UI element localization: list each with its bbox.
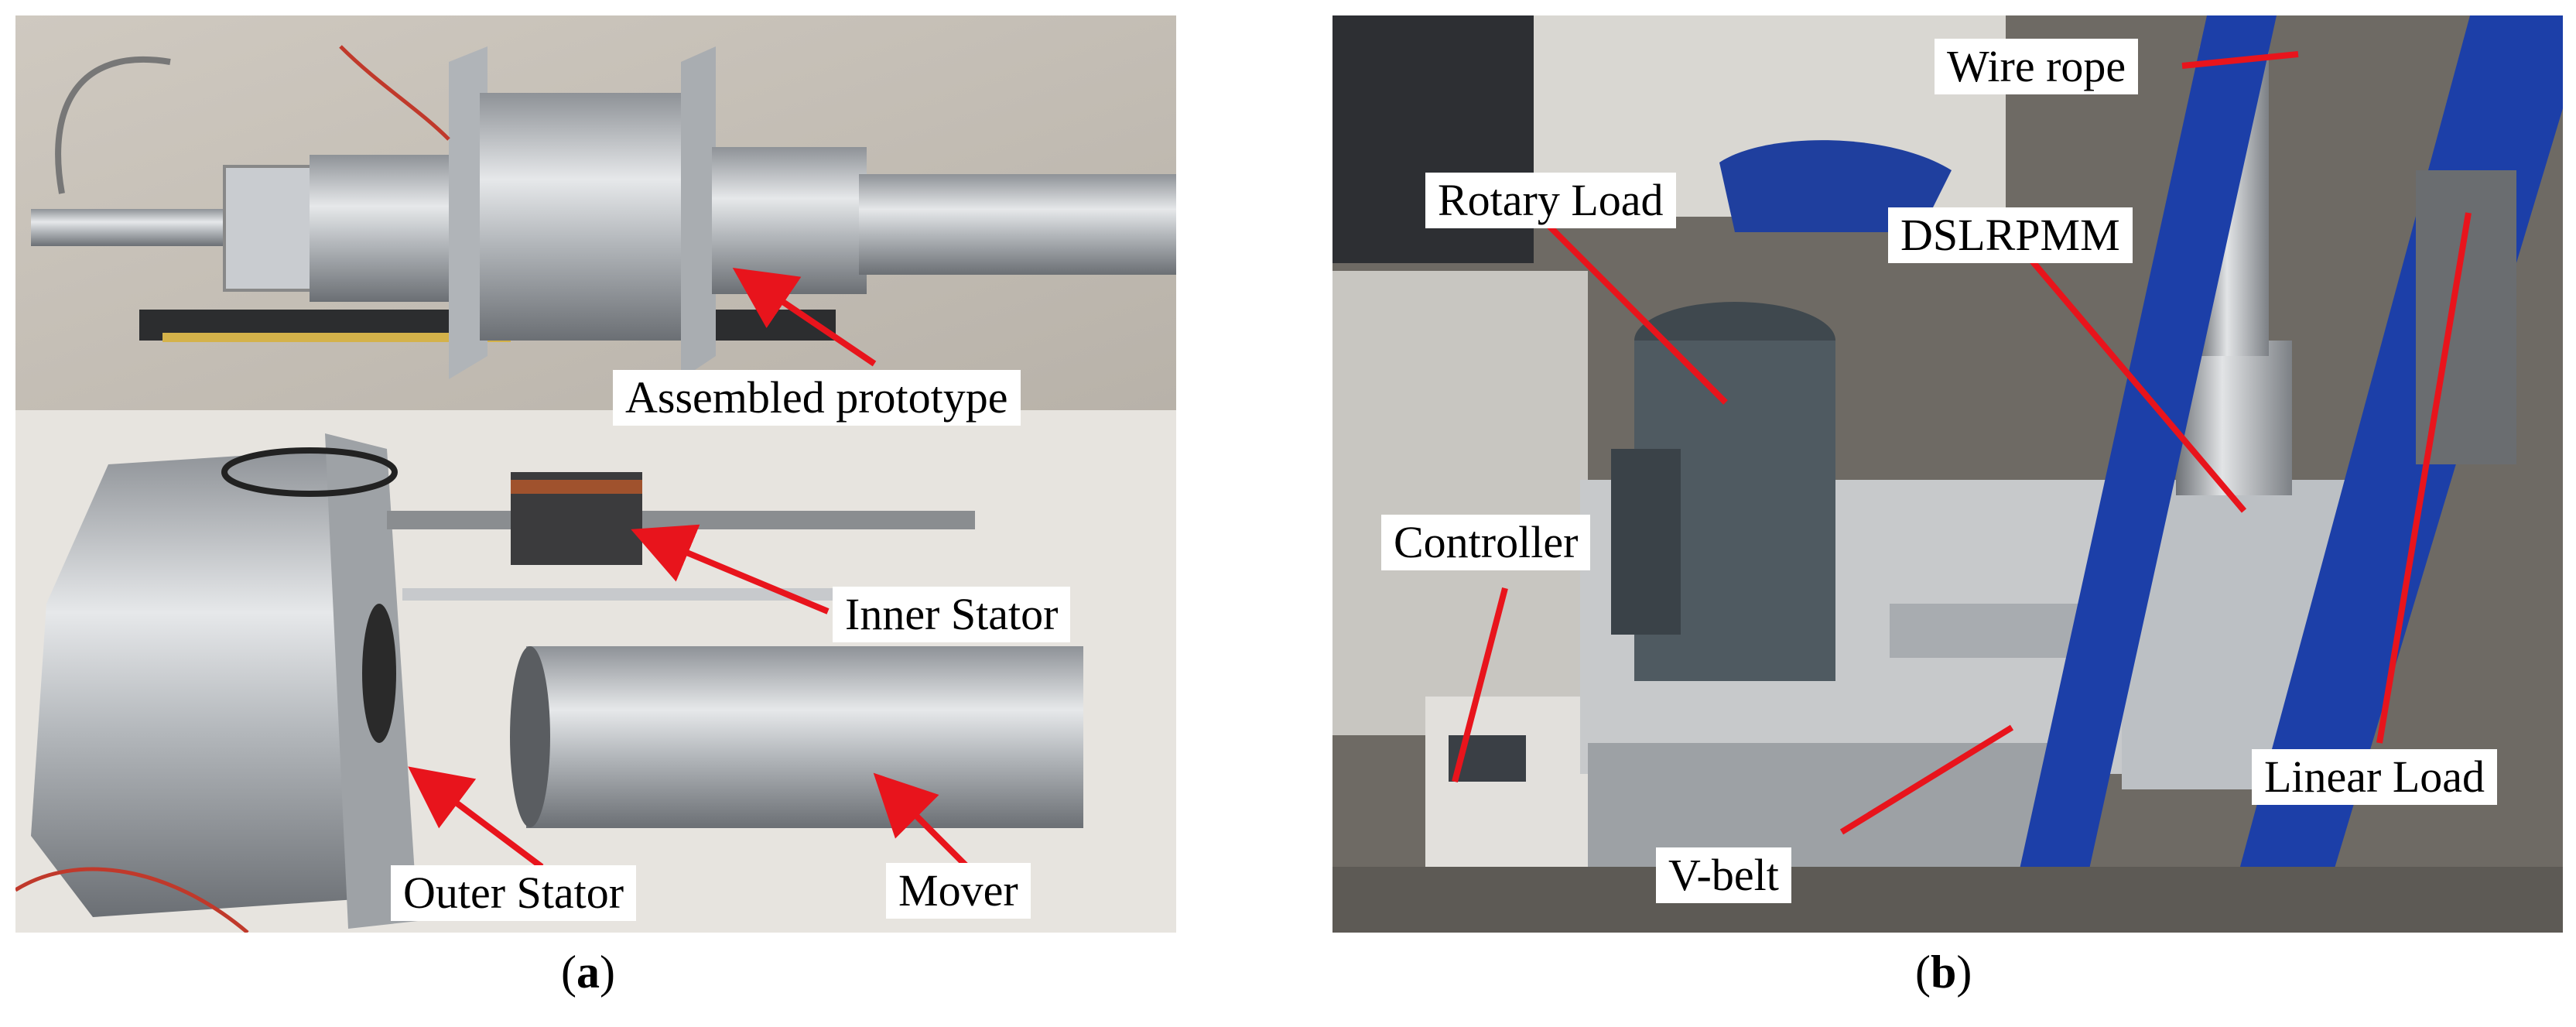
label-outer-stator: Outer Stator	[391, 865, 637, 921]
outer-stator-body	[31, 449, 379, 917]
linear-scale	[162, 333, 511, 342]
main-cylinder	[480, 93, 689, 341]
mover-outer	[712, 147, 867, 294]
lab-floor	[1332, 867, 2563, 933]
caption-b: (b)	[1915, 947, 1972, 998]
label-assembled-prototype: Assembled prototype	[613, 370, 1021, 426]
coupling	[223, 165, 319, 292]
label-wire-rope: Wire rope	[1935, 39, 2139, 94]
outer-stator-bore	[362, 604, 396, 743]
flange-left	[449, 46, 487, 379]
caption-b-letter: b	[1930, 947, 1957, 998]
inner-stator-coils	[511, 480, 642, 494]
label-controller: Controller	[1381, 515, 1591, 570]
linear-load-plate	[2416, 170, 2516, 464]
flange-right	[681, 46, 716, 379]
label-v-belt: V-belt	[1656, 847, 1791, 903]
mover-rod	[859, 174, 1176, 275]
label-rotary-load: Rotary Load	[1425, 173, 1676, 228]
label-mover: Mover	[886, 863, 1031, 919]
inner-stator-rod	[387, 511, 975, 529]
mover-bottom-end	[510, 646, 550, 827]
photo-a-illustration	[15, 15, 1176, 933]
label-inner-stator: Inner Stator	[833, 587, 1071, 642]
ruler	[402, 588, 836, 601]
motor-terminal-box	[1611, 449, 1681, 635]
caption-a: (a)	[561, 947, 615, 998]
photo-panel-a	[15, 15, 1176, 933]
lab-bench-left	[1332, 271, 1588, 735]
wire-red-top	[339, 45, 450, 141]
label-linear-load: Linear Load	[2252, 749, 2498, 805]
controller-display	[1449, 735, 1526, 782]
label-dslrpmm: DSLRPMM	[1888, 207, 2133, 263]
mover-bottom	[526, 646, 1083, 828]
caption-a-letter: a	[576, 947, 600, 998]
cable-top	[55, 56, 171, 194]
wire-red-bottom	[15, 867, 249, 933]
cable-coil	[221, 447, 398, 497]
small-cylinder	[310, 155, 464, 302]
